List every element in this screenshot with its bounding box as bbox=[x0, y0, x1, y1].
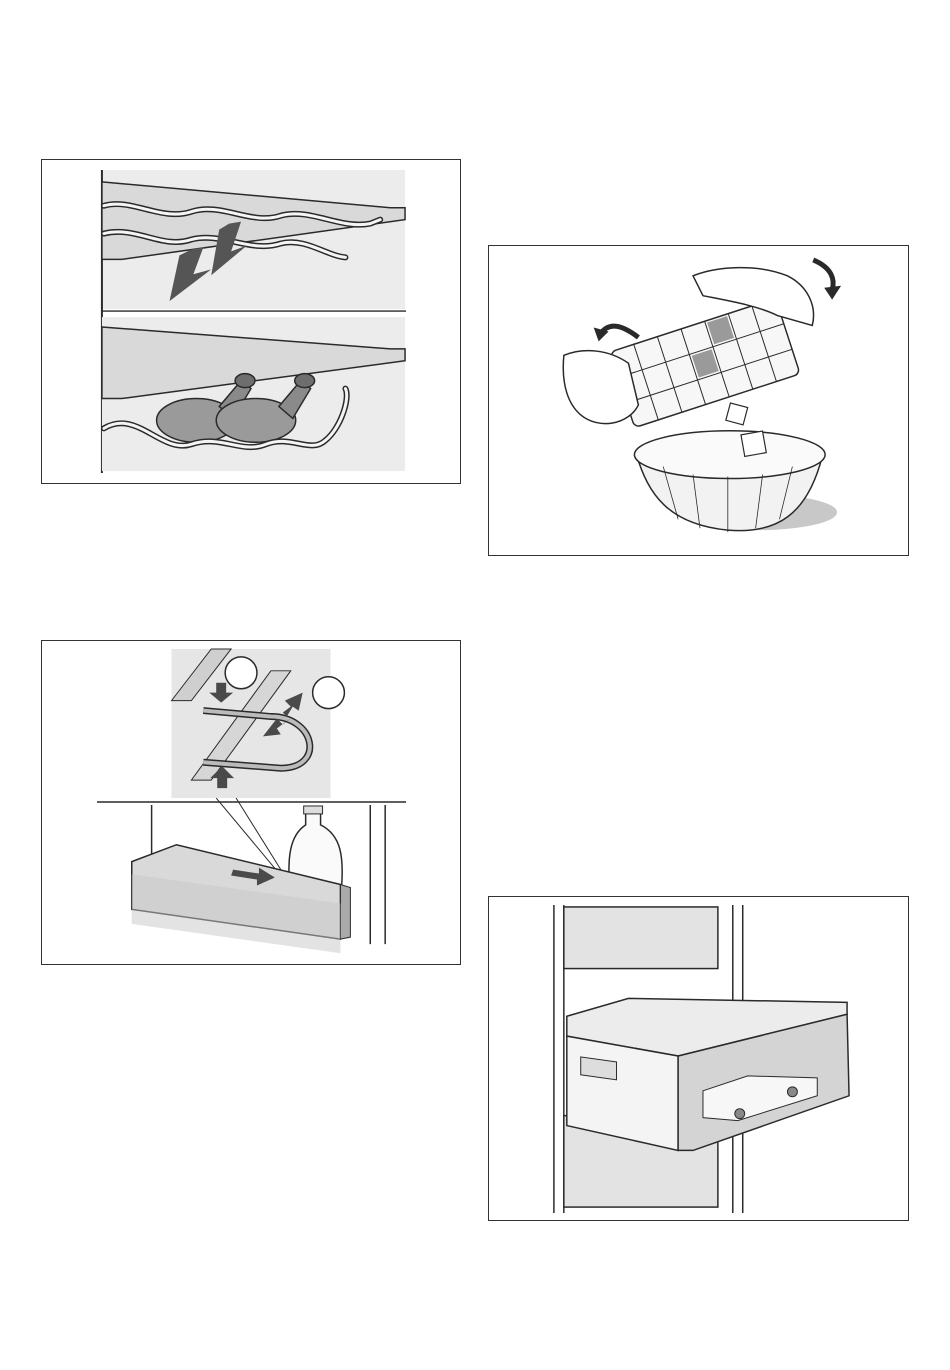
drawer-icon bbox=[567, 998, 849, 1150]
freezer-drawer-figure bbox=[488, 896, 909, 1221]
marker-circle bbox=[225, 657, 257, 689]
freezer-drawer-illustration bbox=[489, 897, 908, 1220]
ice-tray-illustration bbox=[489, 246, 908, 555]
wine-rack-illustration bbox=[42, 160, 460, 483]
wine-rack-bottom-panel bbox=[102, 317, 405, 471]
door-shelf-icon bbox=[132, 805, 385, 953]
clip-detail-panel bbox=[171, 649, 344, 798]
rotate-arrow-icon bbox=[813, 260, 833, 290]
door-clip-illustration bbox=[42, 641, 460, 964]
bowl-icon bbox=[634, 431, 837, 532]
wine-rack-figure bbox=[41, 159, 461, 484]
marker-circle bbox=[313, 677, 345, 709]
ice-tray-figure bbox=[488, 245, 909, 556]
ice-tray-icon bbox=[610, 298, 800, 427]
door-clip-figure bbox=[41, 640, 461, 965]
